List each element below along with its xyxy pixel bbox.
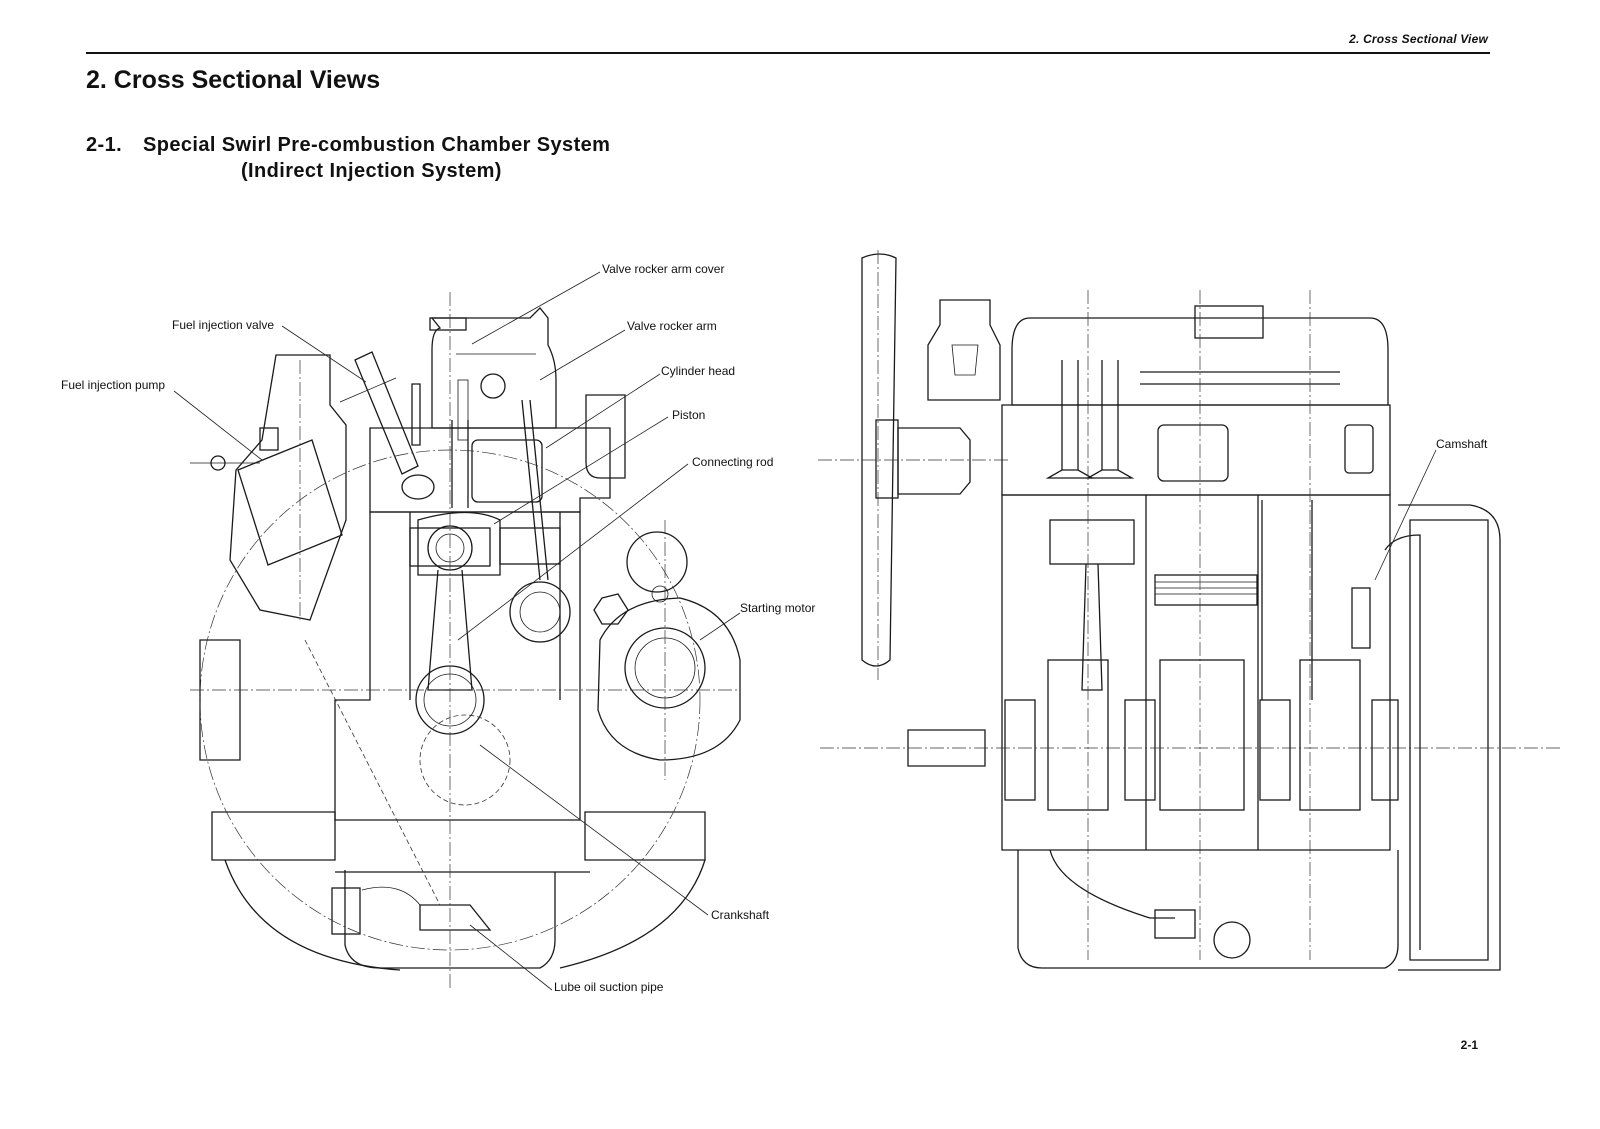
header-rule [86, 52, 1490, 54]
side-centerlines [818, 290, 1560, 960]
section-subtitle: (Indirect Injection System) [241, 160, 502, 182]
injection-pump [190, 354, 347, 621]
thermostat-housing [927, 299, 1001, 401]
leader-connecting-rod [457, 463, 689, 641]
leader-camshaft [1374, 449, 1437, 581]
side-cross-section-figure [818, 250, 1560, 971]
section-heading: 2-1. Special Swirl Pre-combustion Chamber… [86, 132, 610, 184]
label-camshaft: Camshaft [1436, 437, 1488, 451]
rocker-cover [429, 307, 557, 429]
label-piston: Piston [672, 408, 706, 422]
leader-fuel-injection-pump [173, 390, 263, 461]
leader-valve-rocker-arm [539, 329, 626, 381]
label-starting-motor: Starting motor [740, 601, 816, 615]
cylinder-block [334, 511, 581, 821]
injection-valve [339, 351, 435, 500]
running-header: 2. Cross Sectional View [1349, 32, 1488, 46]
leader-starting-motor [699, 612, 741, 641]
leader-valve-rocker-arm-cover [471, 271, 601, 345]
flywheel-housing-and-oilpan [199, 639, 706, 971]
label-connecting-rod: Connecting rod [692, 455, 774, 469]
leader-crankshaft [479, 744, 709, 916]
oil-pan-side [1017, 849, 1399, 969]
label-lube-oil-suction-pipe: Lube oil suction pipe [554, 980, 664, 994]
section-number: 2-1. [86, 134, 123, 156]
section-title: Special Swirl Pre-combustion Chamber Sys… [143, 134, 611, 156]
label-valve-rocker-arm: Valve rocker arm [627, 319, 717, 333]
camshaft-pushrod [509, 399, 571, 643]
piston-and-conrod [415, 511, 511, 806]
label-cylinder-head: Cylinder head [661, 364, 736, 378]
label-fuel-injection-valve: Fuel injection valve [172, 318, 275, 332]
cylinder-head-side [1001, 360, 1391, 496]
flywheel-housing-side [1384, 504, 1501, 971]
crankshaft-side [907, 659, 1399, 811]
cooling-fan [861, 250, 971, 680]
leader-fuel-injection-valve [281, 325, 367, 383]
leader-lines [173, 271, 1437, 991]
front-cross-section-figure [190, 292, 741, 990]
label-crankshaft: Crankshaft [711, 908, 770, 922]
starting-motor [593, 531, 741, 761]
cylinder-head [369, 379, 626, 513]
leader-lube-oil-suction-pipe [469, 924, 553, 991]
label-fuel-injection-pump: Fuel injection pump [61, 378, 166, 392]
page-number: 2-1 [1460, 1038, 1478, 1052]
rocker-cover-side [1011, 305, 1389, 406]
cylinder-block-side [1001, 494, 1391, 851]
page-title: 2. Cross Sectional Views [86, 66, 381, 94]
leader-cylinder-head [545, 373, 661, 449]
centerlines [190, 292, 740, 990]
leader-piston [493, 416, 669, 525]
label-valve-rocker-arm-cover: Valve rocker arm cover [602, 262, 725, 276]
